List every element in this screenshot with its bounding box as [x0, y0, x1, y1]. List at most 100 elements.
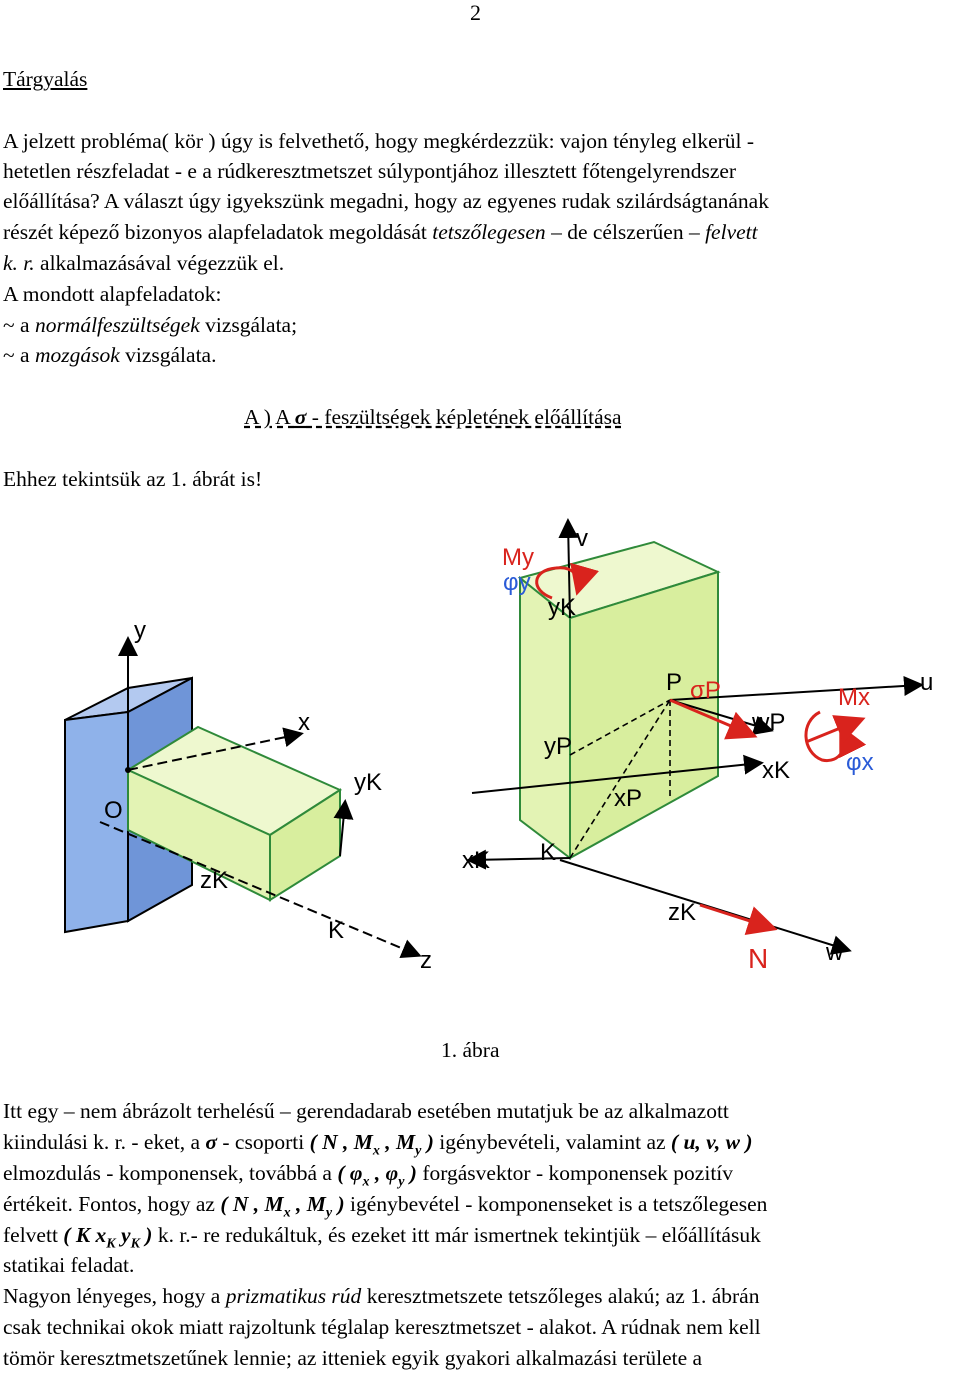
formula: ( N , M — [220, 1192, 284, 1216]
subscript: K — [106, 1236, 116, 1252]
sigma-symbol: σ — [205, 1130, 218, 1154]
text: ~ a — [3, 343, 35, 367]
italic-text: prizmatikus rúd — [225, 1284, 362, 1308]
formula: ) — [404, 1161, 417, 1185]
label-z: z — [420, 947, 432, 974]
label-w: w — [825, 939, 844, 966]
para3-line-2: csak technikai okok miatt rajzoltunk tég… — [3, 1315, 761, 1339]
origin-point — [125, 767, 131, 773]
text: ~ a — [3, 313, 35, 337]
heading: Tárgyalás — [3, 67, 88, 91]
para3-line-3: tömör keresztmetszetűnek lennie; az itte… — [3, 1346, 703, 1370]
para2-line-6: statikai feladat. — [3, 1253, 135, 1277]
formula: , φ — [369, 1161, 399, 1185]
label-phix: φx — [846, 749, 874, 776]
text: igénybevételi, valamint az — [433, 1130, 671, 1154]
u-axis — [669, 675, 924, 701]
label-phiy: φy — [503, 569, 531, 596]
text: felvett — [3, 1223, 64, 1247]
formula: ) — [332, 1192, 345, 1216]
label-o: O — [104, 797, 123, 824]
label-xk: xK — [462, 847, 490, 874]
label-k-left: K — [328, 917, 344, 944]
z-axis — [99, 821, 422, 959]
section-title: A ) A σ - feszültségek képletének előáll… — [244, 404, 622, 430]
formula: ) — [421, 1130, 434, 1154]
my-moment-arrow — [535, 562, 600, 600]
subscript: K — [130, 1236, 140, 1252]
subscript: y — [325, 1205, 333, 1221]
label-yk: yK — [354, 769, 382, 796]
xk-axis-left — [466, 849, 571, 870]
see-figure-text: Ehhez tekintsük az 1. ábrát is! — [3, 467, 263, 491]
para2-line-1: Itt egy – nem ábrázolt terhelésű – geren… — [3, 1099, 729, 1123]
para2-line-3: elmozdulás - komponensek, továbbá a ( φx… — [3, 1160, 734, 1190]
intro-line-1: A jelzett probléma( kör ) úgy is felveth… — [3, 129, 755, 153]
intro-line-6: A mondott alapfeladatok: — [3, 282, 222, 306]
subscript: x — [283, 1205, 291, 1221]
text: elmozdulás - komponensek, továbbá a — [3, 1161, 338, 1185]
dashed-lines — [569, 699, 671, 859]
para2-line-2: kiindulási k. r. - eket, a σ - csoporti … — [3, 1129, 753, 1158]
page-number: 2 — [470, 0, 481, 25]
italic-text: k. r. — [3, 251, 35, 275]
text: értékeit. Fontos, hogy az — [3, 1192, 221, 1216]
text: vizsgálata; — [199, 313, 298, 337]
figure-1: y x yK O zK K z My v φy yK P σP Mx u wP — [64, 518, 933, 974]
mx-vector — [805, 715, 866, 744]
label-zk: zK — [200, 867, 228, 894]
label-u: u — [920, 669, 933, 696]
intro-line-2: hetetlen részfeladat - e a rúdkeresztmet… — [3, 159, 737, 183]
label-v: v — [576, 525, 588, 552]
text: keresztmetszete tetszőleges alakú; az 1.… — [361, 1284, 760, 1308]
italic-text: mozgások — [34, 343, 120, 367]
sigma-symbol: σ — [294, 405, 307, 429]
formula: ( N , M — [309, 1130, 373, 1154]
xk-axis — [471, 754, 764, 794]
label-n: N — [748, 943, 768, 974]
intro-line-7: ~ a normálfeszültségek vizsgálata; — [3, 312, 297, 338]
figure-caption: 1. ábra — [441, 1038, 500, 1062]
italic-text: normálfeszültségek — [34, 313, 200, 337]
label-x: x — [298, 709, 310, 736]
formula: ) — [139, 1223, 153, 1247]
formula: ( φ — [337, 1161, 363, 1185]
text: – de célszerűen – — [545, 220, 706, 244]
yk-axis — [333, 799, 354, 857]
formula: , M — [290, 1192, 326, 1216]
text: forgásvektor - komponensek pozitív — [416, 1161, 734, 1185]
formula: ( u, v, w ) — [670, 1130, 753, 1154]
text: alkalmazásával végezzük el. — [34, 251, 285, 275]
formula: ( K x — [63, 1223, 107, 1247]
beam — [125, 725, 343, 902]
intro-line-8: ~ a mozgások vizsgálata. — [3, 342, 216, 368]
text: igénybevétel - komponenseket is a tetsző… — [344, 1192, 768, 1216]
text: - csoporti — [217, 1130, 310, 1154]
para2-line-4: értékeit. Fontos, hogy az ( N , Mx , My … — [3, 1191, 768, 1221]
text: A ) A — [244, 405, 295, 429]
text: Nagyon lényeges, hogy a — [3, 1284, 226, 1308]
intro-line-4: részét képező bizonyos alapfeladatok meg… — [3, 219, 758, 245]
mx-moment-arrow — [804, 710, 867, 763]
text: kiindulási k. r. - eket, a — [3, 1130, 206, 1154]
label-xp: xP — [614, 785, 642, 812]
text: k. r.- re redukáltuk, és ezeket itt már … — [152, 1223, 761, 1247]
label-wp: wP — [751, 709, 785, 736]
subscript: x — [362, 1174, 370, 1190]
label-k-right: K — [540, 839, 556, 866]
text: részét képező bizonyos alapfeladatok meg… — [3, 220, 433, 244]
para2-line-5: felvett ( K xK yK ) k. r.- re redukáltuk… — [3, 1222, 761, 1252]
label-p: P — [666, 669, 682, 696]
text: - feszültségek képletének előállítása — [306, 405, 622, 429]
label-sigmap: σP — [690, 677, 721, 704]
text: vizsgálata. — [119, 343, 217, 367]
intro-line-5: k. r. alkalmazásával végezzük el. — [3, 250, 284, 276]
formula: y — [115, 1223, 131, 1247]
intro-line-3: előállítása? A választ úgy igyekszünk me… — [3, 189, 769, 213]
label-zk-right: zK — [668, 899, 696, 926]
n-vector — [699, 903, 778, 935]
label-y: y — [134, 617, 146, 644]
subscript: y — [398, 1174, 405, 1190]
formula: , M — [379, 1130, 416, 1154]
label-mx: Mx — [838, 684, 870, 711]
